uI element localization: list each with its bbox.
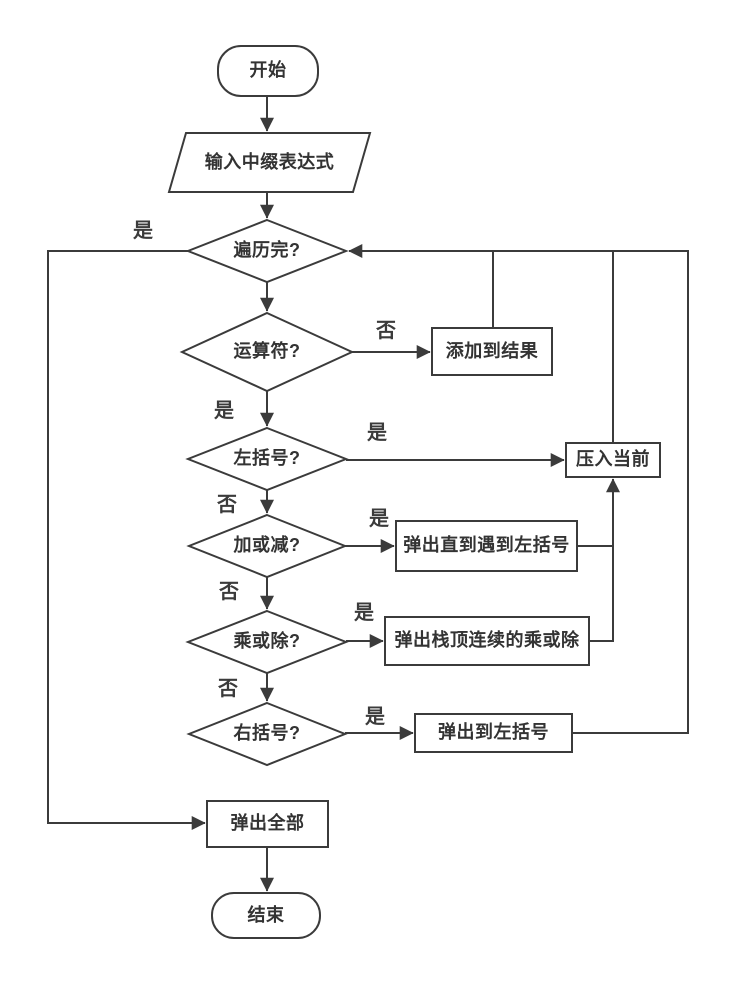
right-paren-diamond-shape: [186, 701, 348, 767]
left-paren-diamond-shape: [185, 426, 349, 492]
start-terminator-shape: [217, 45, 319, 97]
append-result-rect-shape: [431, 327, 553, 376]
edge-pop-to-left-return-loop: [348, 244, 689, 734]
input-parallelogram-shape: [167, 132, 372, 193]
traverse-done-diamond-shape: [185, 218, 349, 284]
pop-all-rect-shape: [206, 800, 329, 848]
add-sub-diamond-shape: [186, 513, 348, 579]
mul-div-diamond-shape: [185, 609, 349, 675]
is-operator-diamond-shape: [179, 311, 355, 393]
push-current-rect-shape: [565, 442, 661, 478]
pop-consecutive-rect-shape: [384, 616, 590, 666]
end-terminator-shape: [211, 892, 321, 939]
edge-pop-consecutive-to-push-current: [589, 478, 620, 642]
pop-until-rect-shape: [395, 520, 578, 572]
edge-traverse-done-yes-to-pop-all: [47, 250, 206, 830]
pop-to-left-rect-shape: [414, 713, 573, 753]
